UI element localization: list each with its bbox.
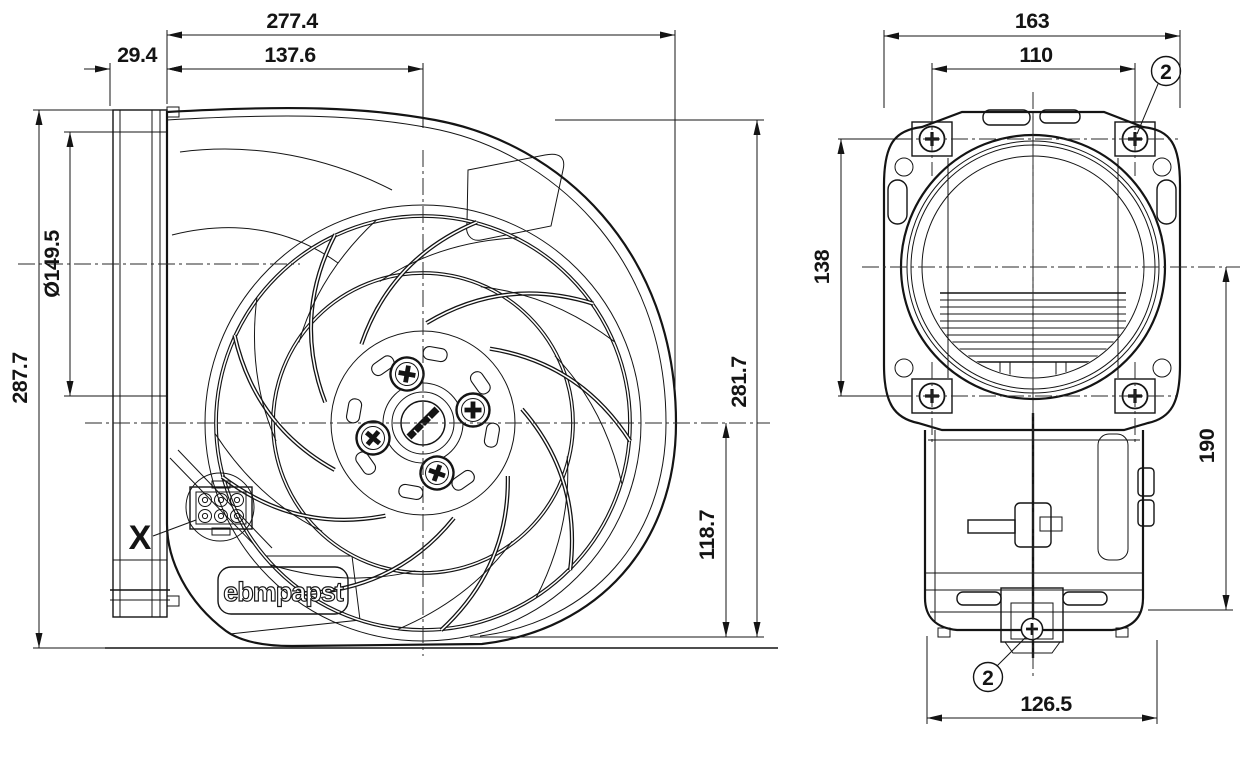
connector-body [189,486,253,530]
side-slot [1156,179,1177,225]
hub-screw [457,394,490,427]
dimensions-side-view: 277.4 137.6 29.4 287.7 Ø149.5 281.7 [8,9,764,649]
dim-outlet-diameter: Ø149.5 [40,230,64,298]
dim-height-total: 287.7 [8,352,32,404]
dim-motor-base-width: 126.5 [1020,692,1072,716]
connector-x-label: X [129,519,152,557]
dim-axis-to-base: 118.7 [695,509,719,560]
dim-hole-pitch-v: 138 [810,249,834,284]
top-vent-slot [1039,109,1081,124]
dim-face-to-axis: 137.6 [264,43,316,67]
callout-2-top: 2 [1160,61,1172,84]
hub-screw [416,452,458,494]
inlet-flange-plate [882,109,1182,432]
motor-housing [923,413,1155,658]
dim-overall-width: 163 [1015,9,1050,33]
dim-overall-depth: 277.4 [266,9,318,33]
callout-2-bottom: 2 [982,667,994,690]
connector-detail-circle [185,472,255,542]
side-view: X ebmpapst 277.4 137.6 29.4 [8,9,778,656]
bottom-bracket-screw [1020,617,1044,641]
callout-2-top-group: 2 [1136,55,1182,135]
scroll-housing [105,106,778,649]
dim-flange-depth: 29.4 [117,43,157,67]
logo-plate: ebmpapst [217,566,349,615]
side-slot [887,179,908,225]
dim-axis-to-motor-bottom: 190 [1195,428,1219,463]
top-vent-slot [982,109,1031,126]
impeller-blades [214,219,632,632]
callout-2-bottom-group: 2 [972,636,1027,693]
dim-scroll-height: 281.7 [727,356,751,408]
bottom-mounting-bracket [956,587,1108,654]
ebmpapst-logo: ebmpapst [223,577,344,607]
hub-slots [345,345,501,501]
dim-hole-pitch-h: 110 [1019,43,1053,67]
front-view: 163 110 2 138 190 126.5 [810,9,1240,724]
connector-detail: X [129,472,255,557]
connector-leader-line [152,519,197,537]
dimensions-front-view: 163 110 2 138 190 126.5 [810,9,1233,724]
